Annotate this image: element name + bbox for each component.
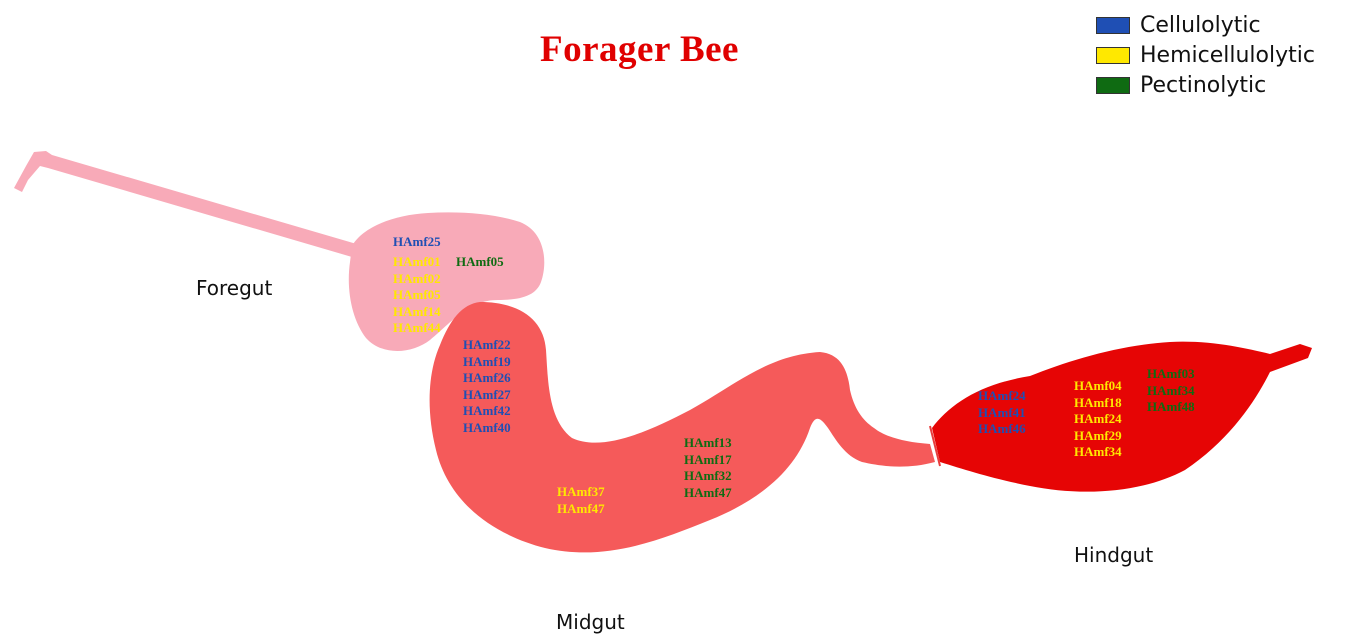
- hindgut-pectinolytic-strain: HAmf03: [1147, 366, 1195, 383]
- legend-label-pectinolytic: Pectinolytic: [1140, 73, 1266, 98]
- midgut-cellulolytic-strain: HAmf27: [463, 387, 511, 404]
- legend-label-hemicellulolytic: Hemicellulolytic: [1140, 43, 1315, 68]
- hindgut-cellulolytic-strain: HAmf41: [978, 405, 1026, 422]
- hindgut-hemicellulolytic-strain: HAmf18: [1074, 395, 1122, 412]
- hindgut-hemicellulolytic-strain: HAmf29: [1074, 428, 1122, 445]
- legend-swatch-cellulolytic: [1096, 17, 1130, 34]
- midgut-hemicellulolytic-strain: HAmf37: [557, 484, 605, 501]
- foregut-esophagus: [14, 151, 380, 262]
- midgut-pectinolytic-strain: HAmf32: [684, 468, 732, 485]
- hindgut-cellulolytic-strain: HAmf24: [978, 388, 1026, 405]
- midgut-cellulolytic-strain: HAmf22: [463, 337, 511, 354]
- legend-item-cellulolytic: Cellulolytic: [1096, 10, 1315, 40]
- legend-swatch-pectinolytic: [1096, 77, 1130, 94]
- hindgut-hemicellulolytic-strain: HAmf34: [1074, 444, 1122, 461]
- foregut-hemicellulolytic-strain: HAmf14: [393, 304, 441, 321]
- legend-item-hemicellulolytic: Hemicellulolytic: [1096, 40, 1315, 70]
- legend-swatch-hemicellulolytic: [1096, 47, 1130, 64]
- foregut-hemicellulolytic-strain: HAmf05: [393, 287, 441, 304]
- midgut-pectinolytic-strain: HAmf17: [684, 452, 732, 469]
- midgut-hemicellulolytic-strain: HAmf47: [557, 501, 605, 518]
- hindgut-hemicellulolytic-strain: HAmf04: [1074, 378, 1122, 395]
- foregut-hemicellulolytic-strain: HAmf01: [393, 254, 441, 271]
- legend: Cellulolytic Hemicellulolytic Pectinolyt…: [1096, 10, 1315, 100]
- midgut-cellulolytic-strain: HAmf40: [463, 420, 511, 437]
- midgut-cellulolytic-strain: HAmf26: [463, 370, 511, 387]
- foregut-pectinolytic-strain: HAmf05: [456, 254, 504, 271]
- midgut-pectinolytic-strain: HAmf13: [684, 435, 732, 452]
- foregut-pectinolytic-list: HAmf05: [456, 254, 504, 271]
- foregut-cellulolytic-strain: HAmf25: [393, 234, 441, 251]
- midgut-cellulolytic-strain: HAmf19: [463, 354, 511, 371]
- legend-item-pectinolytic: Pectinolytic: [1096, 70, 1315, 100]
- midgut-label: Midgut: [556, 610, 625, 634]
- hindgut-label: Hindgut: [1074, 543, 1153, 567]
- midgut-pectinolytic-strain: HAmf47: [684, 485, 732, 502]
- foregut-hemicellulolytic-strain: HAmf44: [393, 320, 441, 337]
- hindgut-hemicellulolytic-strain: HAmf24: [1074, 411, 1122, 428]
- foregut-cellulolytic-list: HAmf25: [393, 234, 441, 251]
- diagram-title: Forager Bee: [540, 28, 739, 71]
- midgut-cellulolytic-strain: HAmf42: [463, 403, 511, 420]
- foregut-hemicellulolytic-strain: HAmf02: [393, 271, 441, 288]
- foregut-label: Foregut: [196, 276, 272, 300]
- hindgut-cellulolytic-strain: HAmf46: [978, 421, 1026, 438]
- hindgut-pectinolytic-strain: HAmf34: [1147, 383, 1195, 400]
- legend-label-cellulolytic: Cellulolytic: [1140, 13, 1261, 38]
- hindgut-pectinolytic-strain: HAmf48: [1147, 399, 1195, 416]
